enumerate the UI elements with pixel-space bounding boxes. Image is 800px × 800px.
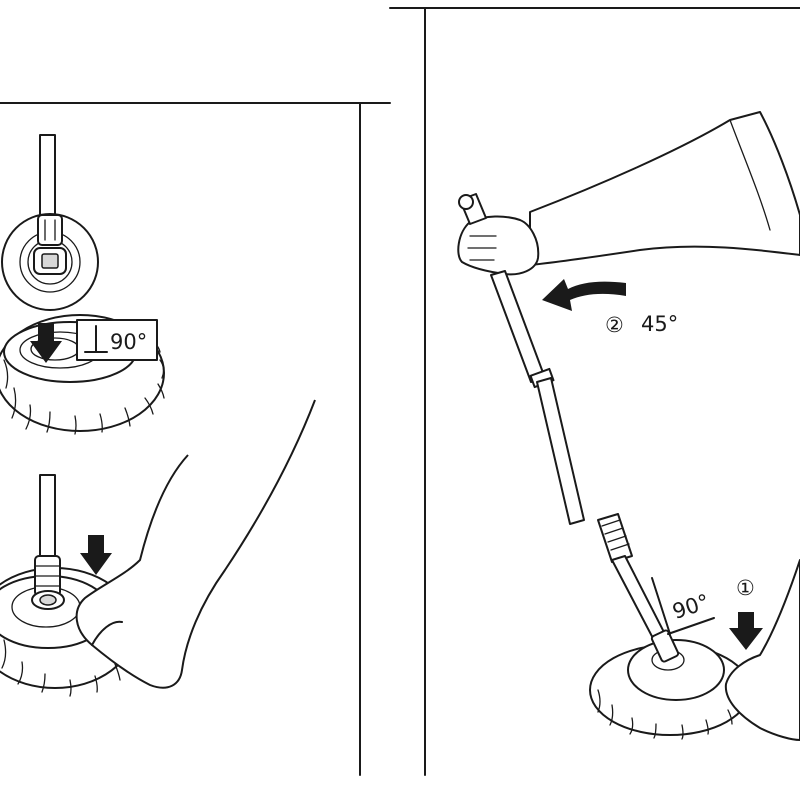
press-down-arrow-icon-bottom: [80, 535, 112, 575]
press-down-arrow-icon: [30, 323, 62, 363]
rotate-angle-label: 45°: [641, 312, 678, 336]
mop-pole-right: [458, 193, 669, 645]
mop-head-top-view: [1, 134, 99, 311]
step1-marker: ①: [736, 576, 755, 600]
press-down-arrow-icon-right: [729, 612, 763, 650]
angle-label-right: 90°: [669, 590, 712, 624]
arm-and-sleeve: [529, 111, 800, 266]
panel-frame: [0, 7, 800, 776]
angle-label-box-left: [76, 319, 158, 361]
mop-head-right: [589, 629, 751, 740]
foot-right: [724, 559, 800, 741]
angle-label-left: 90°: [110, 330, 147, 354]
hand: [457, 215, 540, 276]
angle-mark-right: [651, 577, 715, 635]
step2-marker: ②: [605, 313, 624, 337]
foot-bottom-left: [75, 399, 316, 689]
mop-pole-bottom-left: [31, 474, 65, 610]
rotate-arrow-icon: [542, 279, 626, 311]
